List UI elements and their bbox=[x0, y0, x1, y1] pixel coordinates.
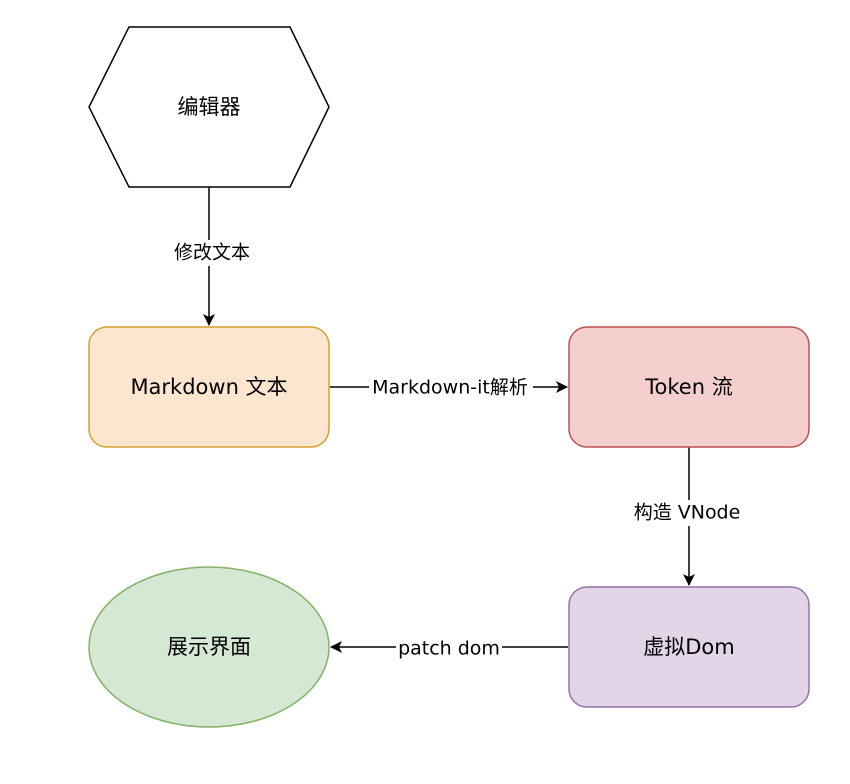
edge-edit-text: 修改文本 bbox=[166, 187, 254, 326]
node-editor: 编辑器 bbox=[88, 26, 330, 188]
node-token-shape bbox=[568, 326, 810, 448]
edge-build-vnode: 构造 VNode bbox=[626, 447, 748, 586]
node-token-label: Token 流 bbox=[644, 375, 732, 399]
node-ui-label: 展示界面 bbox=[167, 635, 251, 659]
node-token: Token 流 bbox=[568, 326, 810, 448]
edge-edit-text-label: 修改文本 bbox=[174, 242, 250, 264]
edge-parse-label-bg bbox=[369, 374, 533, 400]
edge-build-vnode-label: 构造 VNode bbox=[634, 502, 741, 524]
node-ui: 展示界面 bbox=[88, 566, 330, 728]
edge-edit-text-label-bg bbox=[166, 240, 254, 266]
edge-build-vnode-label-bg bbox=[626, 500, 748, 526]
node-markdown: Markdown 文本 bbox=[88, 326, 330, 448]
edge-patch-label-bg bbox=[396, 635, 502, 661]
node-editor-label: 编辑器 bbox=[178, 95, 241, 119]
node-vdom: 虚拟Dom bbox=[568, 586, 810, 708]
edge-parse: Markdown-it解析 bbox=[330, 374, 568, 400]
node-vdom-shape bbox=[568, 586, 810, 708]
node-vdom-label: 虚拟Dom bbox=[643, 635, 734, 659]
node-editor-shape bbox=[88, 26, 330, 188]
edge-patch: patch dom bbox=[330, 635, 568, 661]
node-ui-shape bbox=[88, 566, 330, 728]
edge-parse-label: Markdown-it解析 bbox=[372, 377, 528, 399]
node-markdown-shape bbox=[88, 326, 330, 448]
edge-patch-label: patch dom bbox=[398, 638, 500, 660]
node-markdown-label: Markdown 文本 bbox=[130, 375, 287, 399]
